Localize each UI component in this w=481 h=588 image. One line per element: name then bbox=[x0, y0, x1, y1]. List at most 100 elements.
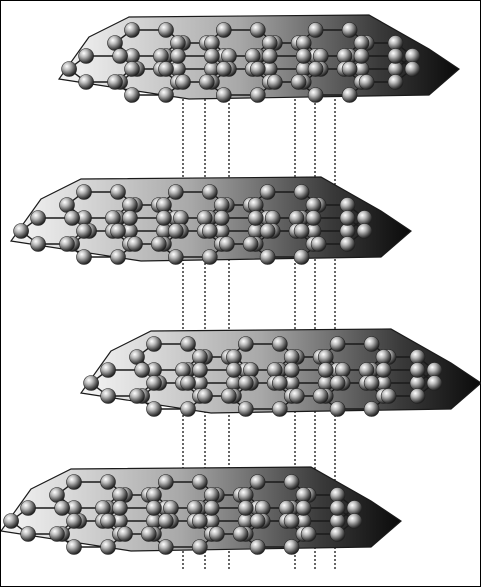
carbon-atom bbox=[307, 61, 324, 77]
carbon-atom bbox=[305, 210, 322, 226]
carbon-atom bbox=[409, 362, 426, 378]
carbon-atom bbox=[242, 236, 259, 252]
carbon-atom bbox=[288, 388, 305, 404]
carbon-atom bbox=[76, 249, 92, 265]
carbon-atom bbox=[283, 539, 300, 555]
carbon-atom bbox=[156, 210, 172, 226]
carbon-atom bbox=[283, 513, 300, 529]
carbon-atom bbox=[158, 539, 174, 555]
carbon-atom bbox=[209, 526, 225, 542]
carbon-atom bbox=[295, 500, 312, 516]
carbon-atom bbox=[329, 336, 346, 352]
carbon-atom bbox=[175, 74, 191, 90]
carbon-atom bbox=[380, 388, 397, 404]
carbon-atom bbox=[124, 61, 140, 77]
carbon-atom bbox=[249, 87, 266, 103]
carbon-atom bbox=[76, 223, 92, 239]
carbon-atom bbox=[216, 87, 232, 103]
carbon-atom bbox=[122, 210, 138, 226]
carbon-atom bbox=[341, 61, 358, 77]
carbon-atom bbox=[168, 223, 184, 239]
carbon-atom bbox=[346, 513, 363, 529]
carbon-atom bbox=[261, 48, 278, 64]
carbon-atom bbox=[112, 500, 128, 516]
carbon-atom bbox=[312, 388, 329, 404]
carbon-atom bbox=[271, 375, 288, 391]
carbon-atom bbox=[192, 362, 208, 378]
carbon-atom bbox=[259, 249, 276, 265]
carbon-atom bbox=[329, 526, 346, 542]
carbon-atom bbox=[83, 375, 99, 391]
carbon-atom bbox=[78, 74, 94, 90]
carbon-atom bbox=[146, 401, 162, 417]
carbon-atom bbox=[409, 388, 426, 404]
carbon-atom bbox=[54, 500, 70, 516]
carbon-atom bbox=[295, 48, 312, 64]
carbon-atom bbox=[341, 87, 358, 103]
carbon-atom bbox=[387, 48, 404, 64]
carbon-atom bbox=[134, 362, 150, 378]
carbon-atom bbox=[112, 48, 128, 64]
carbon-atom bbox=[30, 210, 46, 226]
carbon-atom bbox=[146, 375, 162, 391]
carbon-atom bbox=[259, 184, 276, 200]
carbon-atom bbox=[266, 74, 283, 90]
carbon-atom bbox=[307, 87, 324, 103]
carbon-atom bbox=[146, 500, 162, 516]
carbon-atom bbox=[151, 236, 167, 252]
carbon-atom bbox=[66, 474, 82, 490]
carbon-atom bbox=[226, 362, 242, 378]
carbon-atom bbox=[387, 74, 404, 90]
carbon-atom bbox=[202, 223, 218, 239]
carbon-atom bbox=[158, 513, 174, 529]
carbon-atom bbox=[404, 61, 421, 77]
carbon-atom bbox=[197, 388, 213, 404]
carbon-atom bbox=[192, 513, 208, 529]
graphene-layers bbox=[1, 14, 481, 555]
carbon-atom bbox=[117, 526, 133, 542]
carbon-atom bbox=[271, 336, 288, 352]
carbon-atom bbox=[310, 236, 327, 252]
carbon-atom bbox=[203, 500, 220, 516]
carbon-atom bbox=[238, 336, 254, 352]
carbon-atom bbox=[158, 61, 174, 77]
carbon-atom bbox=[20, 500, 36, 516]
graphene-layer-4 bbox=[1, 466, 402, 555]
carbon-atom bbox=[375, 362, 392, 378]
carbon-atom bbox=[363, 375, 380, 391]
carbon-atom bbox=[202, 184, 218, 200]
graphene-layer-3 bbox=[79, 328, 481, 417]
carbon-atom bbox=[341, 22, 358, 38]
carbon-atom bbox=[293, 249, 310, 265]
carbon-atom bbox=[100, 513, 116, 529]
carbon-atom bbox=[293, 184, 310, 200]
carbon-atom bbox=[339, 210, 356, 226]
carbon-atom bbox=[202, 249, 218, 265]
carbon-atom bbox=[124, 22, 140, 38]
carbon-atom bbox=[329, 375, 346, 391]
carbon-atom bbox=[110, 184, 126, 200]
carbon-atom bbox=[100, 362, 116, 378]
carbon-atom bbox=[180, 401, 196, 417]
carbon-atom bbox=[356, 223, 373, 239]
carbon-atom bbox=[76, 184, 92, 200]
carbon-atom bbox=[158, 22, 174, 38]
carbon-atom bbox=[329, 500, 346, 516]
carbon-atom bbox=[213, 210, 230, 226]
carbon-atom bbox=[170, 48, 186, 64]
carbon-atom bbox=[426, 375, 443, 391]
carbon-atom bbox=[20, 526, 36, 542]
carbon-atom bbox=[363, 336, 380, 352]
carbon-atom bbox=[259, 223, 276, 239]
carbon-atom bbox=[283, 474, 300, 490]
carbon-atom bbox=[168, 184, 184, 200]
carbon-atom bbox=[238, 375, 254, 391]
carbon-atom bbox=[100, 474, 116, 490]
carbon-atom bbox=[237, 500, 254, 516]
carbon-atom bbox=[249, 513, 266, 529]
carbon-atom bbox=[107, 74, 123, 90]
carbon-atom bbox=[300, 526, 317, 542]
carbon-atom bbox=[216, 22, 232, 38]
carbon-atom bbox=[238, 401, 254, 417]
carbon-atom bbox=[180, 375, 196, 391]
